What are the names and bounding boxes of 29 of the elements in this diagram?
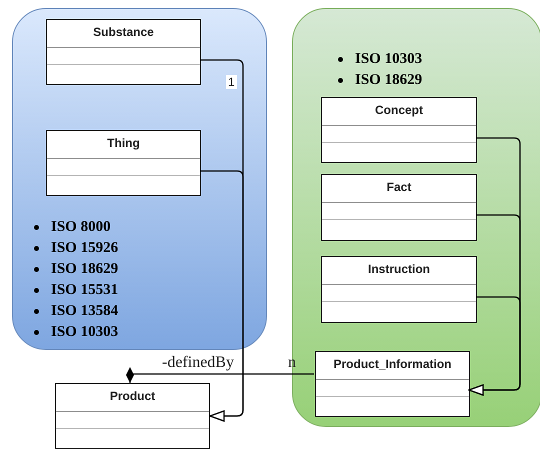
group-panel — [12, 8, 267, 350]
inheritance-arrow — [468, 296, 521, 396]
edge-label: -definedBy — [162, 355, 234, 371]
class-name: Product_Information — [316, 352, 469, 380]
class-box — [55, 383, 210, 449]
class-box — [321, 174, 477, 241]
list-item: ISO 15531 — [31, 280, 118, 301]
list-item: ISO 10303 — [335, 49, 422, 70]
class-name: Substance — [47, 20, 200, 48]
class-name: Fact — [322, 175, 476, 203]
class-box — [321, 97, 477, 163]
class-box — [46, 19, 201, 85]
class-box — [321, 256, 477, 323]
list-item: ISO 10303 — [31, 322, 118, 343]
class-name: Product — [56, 384, 209, 412]
list-item: ISO 8000 — [31, 217, 118, 238]
class-name: Concept — [322, 98, 476, 126]
class-box — [46, 130, 201, 196]
multiplicity-label: n — [288, 355, 296, 371]
association-line — [126, 367, 314, 383]
inheritance-arrow — [200, 170, 244, 422]
multiplicity-label: 1 — [226, 75, 237, 89]
list-item: ISO 18629 — [31, 259, 118, 280]
class-name: Instruction — [322, 257, 476, 285]
list-item: ISO 13584 — [31, 301, 118, 322]
class-name: Thing — [47, 131, 200, 159]
class-box — [315, 351, 470, 417]
list-item: ISO 18629 — [335, 70, 422, 91]
list-item: ISO 15926 — [31, 238, 118, 259]
